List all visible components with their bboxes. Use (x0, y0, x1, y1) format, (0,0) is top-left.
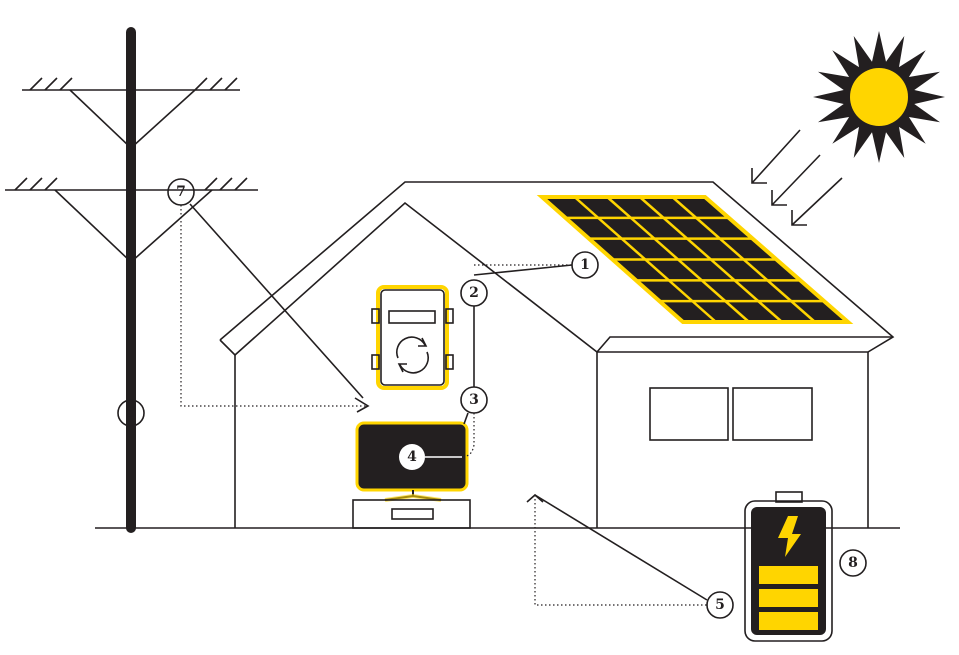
battery-storage (744, 491, 833, 642)
display-monitor (352, 421, 471, 529)
battery-charge-bar (759, 566, 818, 584)
window-right (732, 387, 813, 441)
panel-grid-line (606, 196, 750, 323)
lightning-bolt-icon (778, 516, 801, 557)
inverter (371, 285, 454, 390)
label-5: 5 (706, 591, 734, 619)
panel-grid-line (671, 196, 816, 323)
refresh-cycle-icon (396, 336, 429, 374)
label-8: 8 (839, 549, 867, 577)
connector-lines (180, 203, 708, 606)
sun-icon (813, 31, 945, 163)
label-1: 1 (571, 251, 599, 279)
label-3: 3 (460, 386, 488, 414)
label-5-text: 5 (715, 597, 725, 613)
label-6: 6 (117, 399, 145, 427)
battery-charge-bar (759, 612, 818, 630)
battery-charge-bar (759, 589, 818, 607)
panel-grid-line (638, 196, 783, 323)
label-3-text: 3 (469, 392, 479, 408)
utility-pole (5, 27, 258, 533)
label-2: 2 (460, 279, 488, 307)
label-4: 4 (399, 444, 425, 470)
house (219, 181, 895, 528)
solar-panel (536, 195, 854, 324)
label-7: 7 (167, 178, 195, 206)
panel-grid-line (573, 196, 717, 323)
label-4-text: 4 (407, 449, 417, 465)
window-left (649, 387, 729, 441)
label-2-text: 2 (469, 285, 479, 301)
label-1-text: 1 (580, 257, 590, 273)
label-7-text: 7 (176, 184, 186, 200)
label-8-text: 8 (848, 555, 858, 571)
sunlight-arrows (751, 129, 843, 226)
label-6-text: 6 (126, 405, 136, 421)
